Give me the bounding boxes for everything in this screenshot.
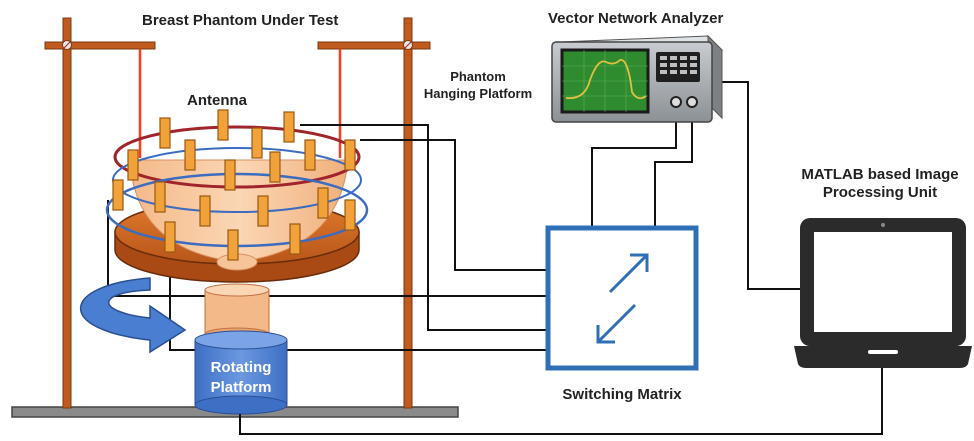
vector-network-analyzer [551,34,724,123]
rotating-platform [194,330,288,415]
rotating-platform-label: Rotating Platform [195,358,287,398]
antenna-label: Antenna [187,92,247,109]
antenna-element [224,159,236,191]
left-stand [44,17,156,409]
hanging-platform-line-2: Hanging Platform [423,86,533,101]
antenna-element [317,187,329,219]
antenna-element [154,181,166,213]
vna-label: Vector Network Analyzer [548,10,724,27]
vna-port2-cable [654,110,693,228]
right-stand [317,17,431,409]
antenna-element [217,109,229,141]
antenna-element [257,195,269,227]
antenna-array [112,109,356,261]
antenna-element [159,117,171,149]
antenna-ring-top [113,125,361,189]
vna-port-1 [670,96,682,108]
rotating-to-laptop-cable [239,366,883,435]
antenna-element [227,229,239,261]
phantom-title-label: Breast Phantom Under Test [142,12,339,29]
matlab-line-1: MATLAB based Image [801,166,959,183]
switching-matrix-label: Switching Matrix [562,386,682,403]
vna-to-laptop-cable [716,81,800,290]
matlab-line-2: Processing Unit [822,184,938,201]
matlab-label: MATLAB based Image Processing Unit [786,166,974,202]
antenna-element [304,139,316,171]
hanging-platform-line-1: Phantom [450,69,506,84]
antenna-element [164,221,176,253]
vna-port-2 [686,96,698,108]
antenna-element [251,127,263,159]
hanging-platform-label: Phantom Hanging Platform [414,68,542,102]
antenna-element [344,139,356,171]
antenna-element [283,111,295,143]
antenna-element [184,139,196,171]
laptop [794,218,972,368]
antenna-element [127,149,139,181]
laptop-screen [814,232,952,332]
antenna-element [112,179,124,211]
switching-matrix [545,225,699,371]
rotating-line-2: Platform [210,379,272,396]
antenna-element [199,195,211,227]
antenna-element [344,199,356,231]
vna-trace [565,59,647,100]
rotation-arrow [79,277,187,354]
vna-port1-cable [591,110,677,228]
rotating-line-1: Rotating [210,359,272,376]
antenna-element [289,223,301,255]
antenna-element [269,151,281,183]
